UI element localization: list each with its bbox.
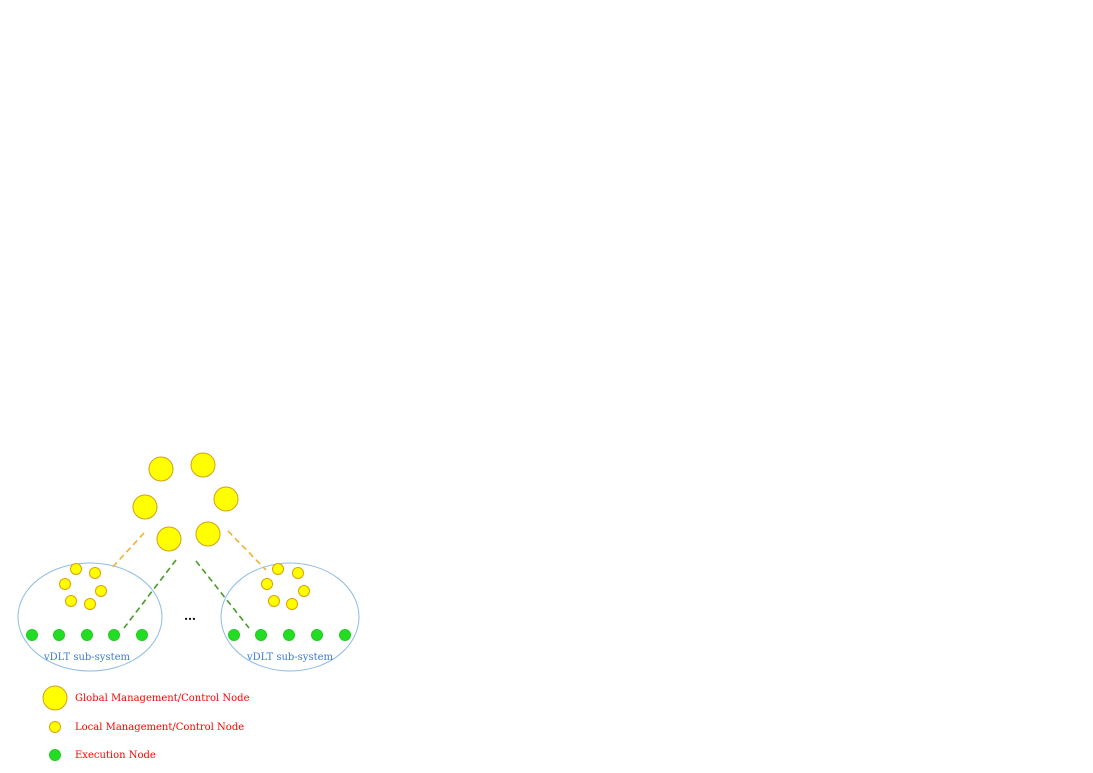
right-local-nodes [261,563,310,610]
local-node [59,578,71,590]
global-node [190,452,216,478]
local-node [95,585,107,597]
left-local-nodes [59,563,107,610]
connector-global-to-right-local [227,530,267,571]
local-node [65,595,77,607]
execution-node [255,629,267,641]
local-node [261,578,273,590]
execution-node [228,629,240,641]
local-node [272,563,284,575]
execution-node [283,629,295,641]
execution-node [26,629,38,641]
global-node [213,486,239,512]
local-node [286,598,298,610]
right-execution-nodes [228,629,351,641]
legend-label-execution: Execution Node [75,750,156,761]
subsystem-label-left: vDLT sub-system [43,652,131,663]
local-node [268,595,280,607]
global-node [156,526,182,552]
global-nodes [132,452,239,552]
execution-node [136,629,148,641]
subsystem-label-right: vDLT sub-system [246,652,334,663]
connector-global-to-left-local [109,532,145,571]
ellipsis-text: … [184,609,196,623]
connector-global-to-left-exec [123,559,177,629]
legend-label-local: Local Management/Control Node [75,722,244,733]
global-node [132,494,158,520]
local-node [298,585,310,597]
connector-global-to-right-exec [195,560,250,629]
execution-node [108,629,120,641]
execution-node [53,629,65,641]
global-node [195,521,221,547]
legend: Global Management/Control Node Local Man… [42,685,250,761]
left-execution-nodes [26,629,148,641]
subsystem-ellipse-right [220,562,360,672]
local-node [89,567,101,579]
global-node-icon [42,685,68,711]
legend-label-global: Global Management/Control Node [75,693,250,704]
global-node [148,456,174,482]
execution-node-icon [49,749,61,761]
execution-node [81,629,93,641]
local-node [292,567,304,579]
local-node [70,563,82,575]
local-node-icon [49,721,61,733]
subsystem-ellipse-left [17,562,163,672]
execution-node [339,629,351,641]
local-node [84,598,96,610]
execution-node [311,629,323,641]
